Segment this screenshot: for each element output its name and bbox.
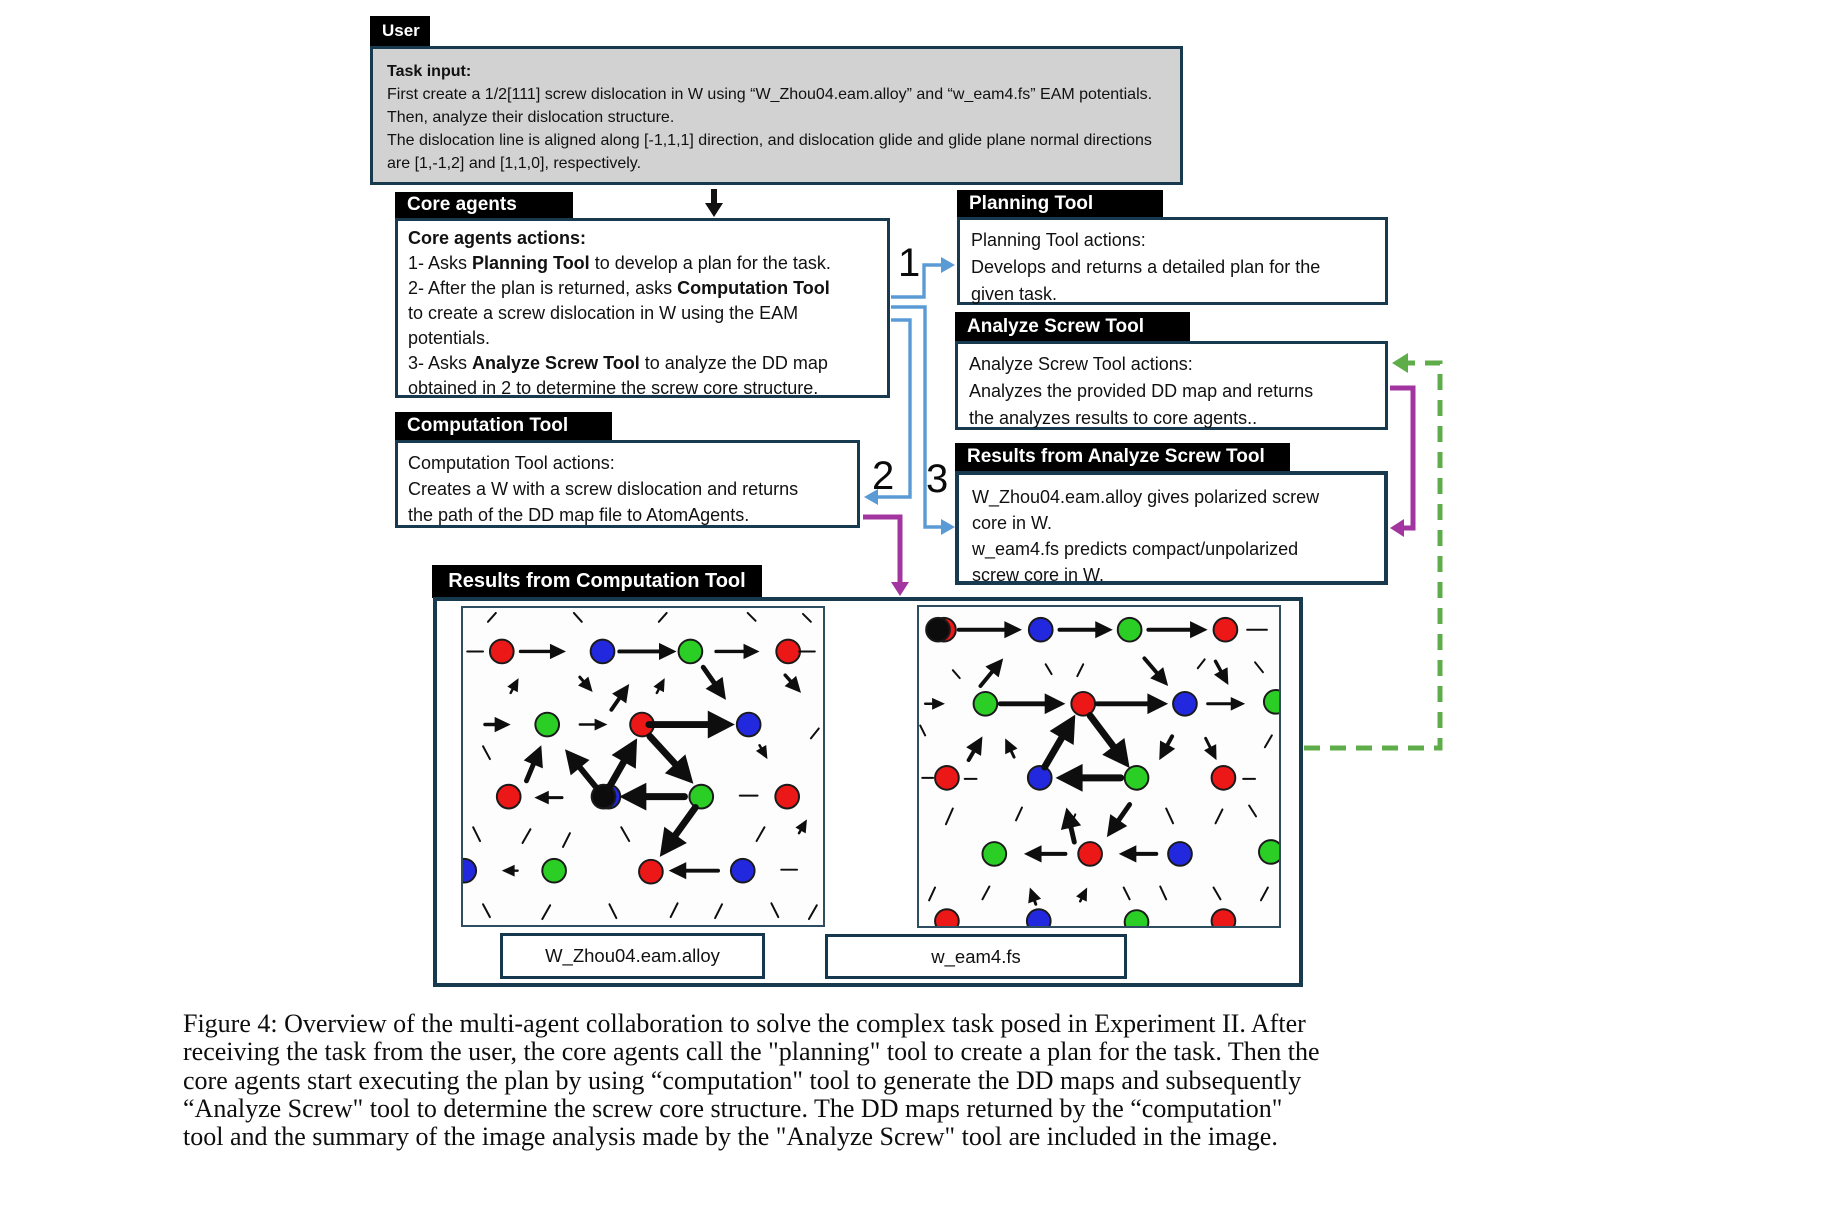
- computation-to-results-arrow: [863, 514, 909, 596]
- core-line: potentials.: [408, 328, 491, 348]
- left-map-label: W_Zhou04.eam.alloy: [500, 933, 765, 979]
- core-line: Core agents actions:: [408, 228, 587, 248]
- results-analyze-line: w_eam4.fs predicts compact/unpolarized: [972, 539, 1299, 559]
- planning-tool-box: Planning Tool actions: Develops and retu…: [957, 217, 1388, 305]
- task-line: Then, analyze their dislocation structur…: [387, 109, 675, 126]
- core-line: 3- Asks Analyze Screw Tool to analyze th…: [408, 353, 828, 373]
- caption-line: Figure 4: Overview of the multi-agent co…: [183, 1009, 1306, 1038]
- arrow-label-3: 3: [926, 457, 949, 501]
- planning-line: given task.: [971, 284, 1058, 304]
- computation-tool-box: Computation Tool actions: Creates a W wi…: [395, 440, 860, 528]
- core-line: 1- Asks Planning Tool to develop a plan …: [408, 253, 831, 273]
- computation-tool-header: Computation Tool: [395, 412, 612, 440]
- computation-line: Computation Tool actions:: [408, 453, 615, 473]
- core-line: obtained in 2 to determine the screw cor…: [408, 378, 819, 398]
- core-line: to create a screw dislocation in W using…: [408, 303, 799, 323]
- user-task-box: Task input: First create a 1/2[111] scre…: [370, 46, 1183, 185]
- results-computation-header: Results from Computation Tool: [432, 565, 762, 598]
- results-analyze-header: Results from Analyze Screw Tool: [955, 443, 1290, 471]
- results-analyze-line: core in W.: [972, 513, 1053, 533]
- analyze-to-results-analyze-arrow: [1390, 385, 1416, 537]
- results-analyze-line: screw core in W.: [972, 565, 1105, 585]
- computation-line: Creates a W with a screw dislocation and…: [408, 479, 799, 499]
- core-line: 2- After the plan is returned, asks Comp…: [408, 278, 830, 298]
- results-analyze-line: W_Zhou04.eam.alloy gives polarized screw: [972, 487, 1320, 507]
- analyze-line: Analyze Screw Tool actions:: [969, 354, 1193, 374]
- task-line: are [1,-1,2] and [1,1,0], respectively.: [387, 155, 642, 172]
- analyze-line: the analyzes results to core agents..: [969, 408, 1258, 428]
- results-analyze-box: W_Zhou04.eam.alloy gives polarized screw…: [955, 471, 1388, 585]
- dd-map-left-image: [461, 606, 825, 927]
- caption-line: core agents start executing the plan by …: [183, 1065, 1302, 1095]
- analyze-screw-tool-header: Analyze Screw Tool: [955, 312, 1190, 341]
- user-to-core-arrow: [705, 189, 723, 217]
- core-agents-header: Core agents: [395, 192, 573, 218]
- task-line: First create a 1/2[111] screw dislocatio…: [387, 86, 1153, 103]
- computation-line: the path of the DD map file to AtomAgent…: [408, 505, 750, 525]
- caption-line: “Analyze Screw" tool to determine the sc…: [183, 1093, 1283, 1123]
- caption-line: tool and the summary of the image analys…: [183, 1122, 1278, 1152]
- figure-caption: Figure 4: Overview of the multi-agent co…: [183, 1009, 1683, 1152]
- planning-line: Planning Tool actions:: [971, 230, 1146, 250]
- task-line: The dislocation line is aligned along [-…: [387, 132, 1152, 149]
- arrow-label-2: 2: [872, 454, 895, 498]
- planning-line: Develops and returns a detailed plan for…: [971, 257, 1321, 277]
- dd-map-right-image: [917, 605, 1281, 928]
- planning-tool-header: Planning Tool: [957, 190, 1163, 217]
- task-line: Task input:: [387, 63, 472, 80]
- caption-line: receiving the task from the user, the co…: [183, 1037, 1320, 1067]
- analyze-screw-tool-box: Analyze Screw Tool actions: Analyzes the…: [955, 341, 1388, 430]
- user-tab: User: [370, 16, 430, 46]
- analyze-line: Analyzes the provided DD map and returns: [969, 381, 1314, 401]
- arrow-label-1: 1: [898, 241, 921, 285]
- core-agents-box: Core agents actions: 1- Asks Planning To…: [395, 218, 890, 398]
- right-map-label: w_eam4.fs: [825, 934, 1127, 979]
